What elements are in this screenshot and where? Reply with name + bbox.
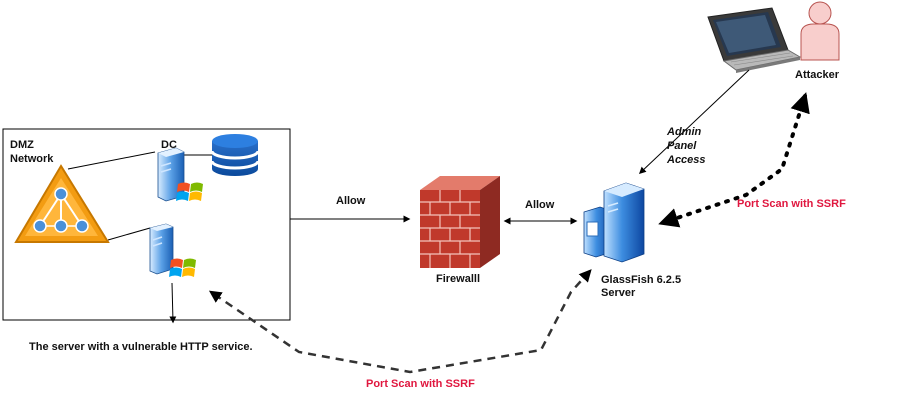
windows-logo-icon [176, 182, 203, 201]
database-icon [210, 134, 260, 176]
glassfish-server-tower-icon [583, 182, 645, 263]
vulnerable-server-caption: The server with a vulnerable HTTP servic… [29, 341, 253, 353]
port-scan-label-bottom: Port Scan with SSRF [366, 378, 475, 390]
dmz-label-line1: DMZ [10, 139, 34, 151]
admin-label-line3: Access [666, 154, 706, 166]
admin-label-line2: Panel [667, 140, 697, 152]
arrow-server-down [169, 282, 177, 324]
firewall-icon [420, 176, 500, 268]
network-hub-icon [14, 164, 110, 243]
link-hub-server [107, 227, 151, 241]
ssrf-dashed-path-internal [208, 269, 592, 374]
attacker-label: Attacker [795, 69, 840, 81]
person-icon [800, 1, 840, 61]
laptop-icon [707, 7, 802, 73]
glassfish-label-line1: GlassFish 6.2.5 [601, 274, 681, 286]
dmz-label-line2: Network [10, 153, 54, 165]
firewall-label: Firewalll [436, 273, 480, 285]
dc-label: DC [161, 139, 177, 151]
windows-logo-icon [169, 258, 196, 277]
dc-windows-server-icon [157, 147, 203, 202]
ssrf-dotted-path-attacker [658, 92, 810, 228]
web-windows-server-icon [149, 223, 196, 277]
glassfish-label-line2: Server [601, 287, 636, 299]
link-hub-dc [67, 151, 156, 170]
port-scan-label-right: Port Scan with SSRF [737, 198, 846, 210]
allow-label-right: Allow [525, 199, 555, 211]
allow-label-left: Allow [336, 195, 366, 207]
admin-label-line1: Admin [666, 126, 702, 138]
